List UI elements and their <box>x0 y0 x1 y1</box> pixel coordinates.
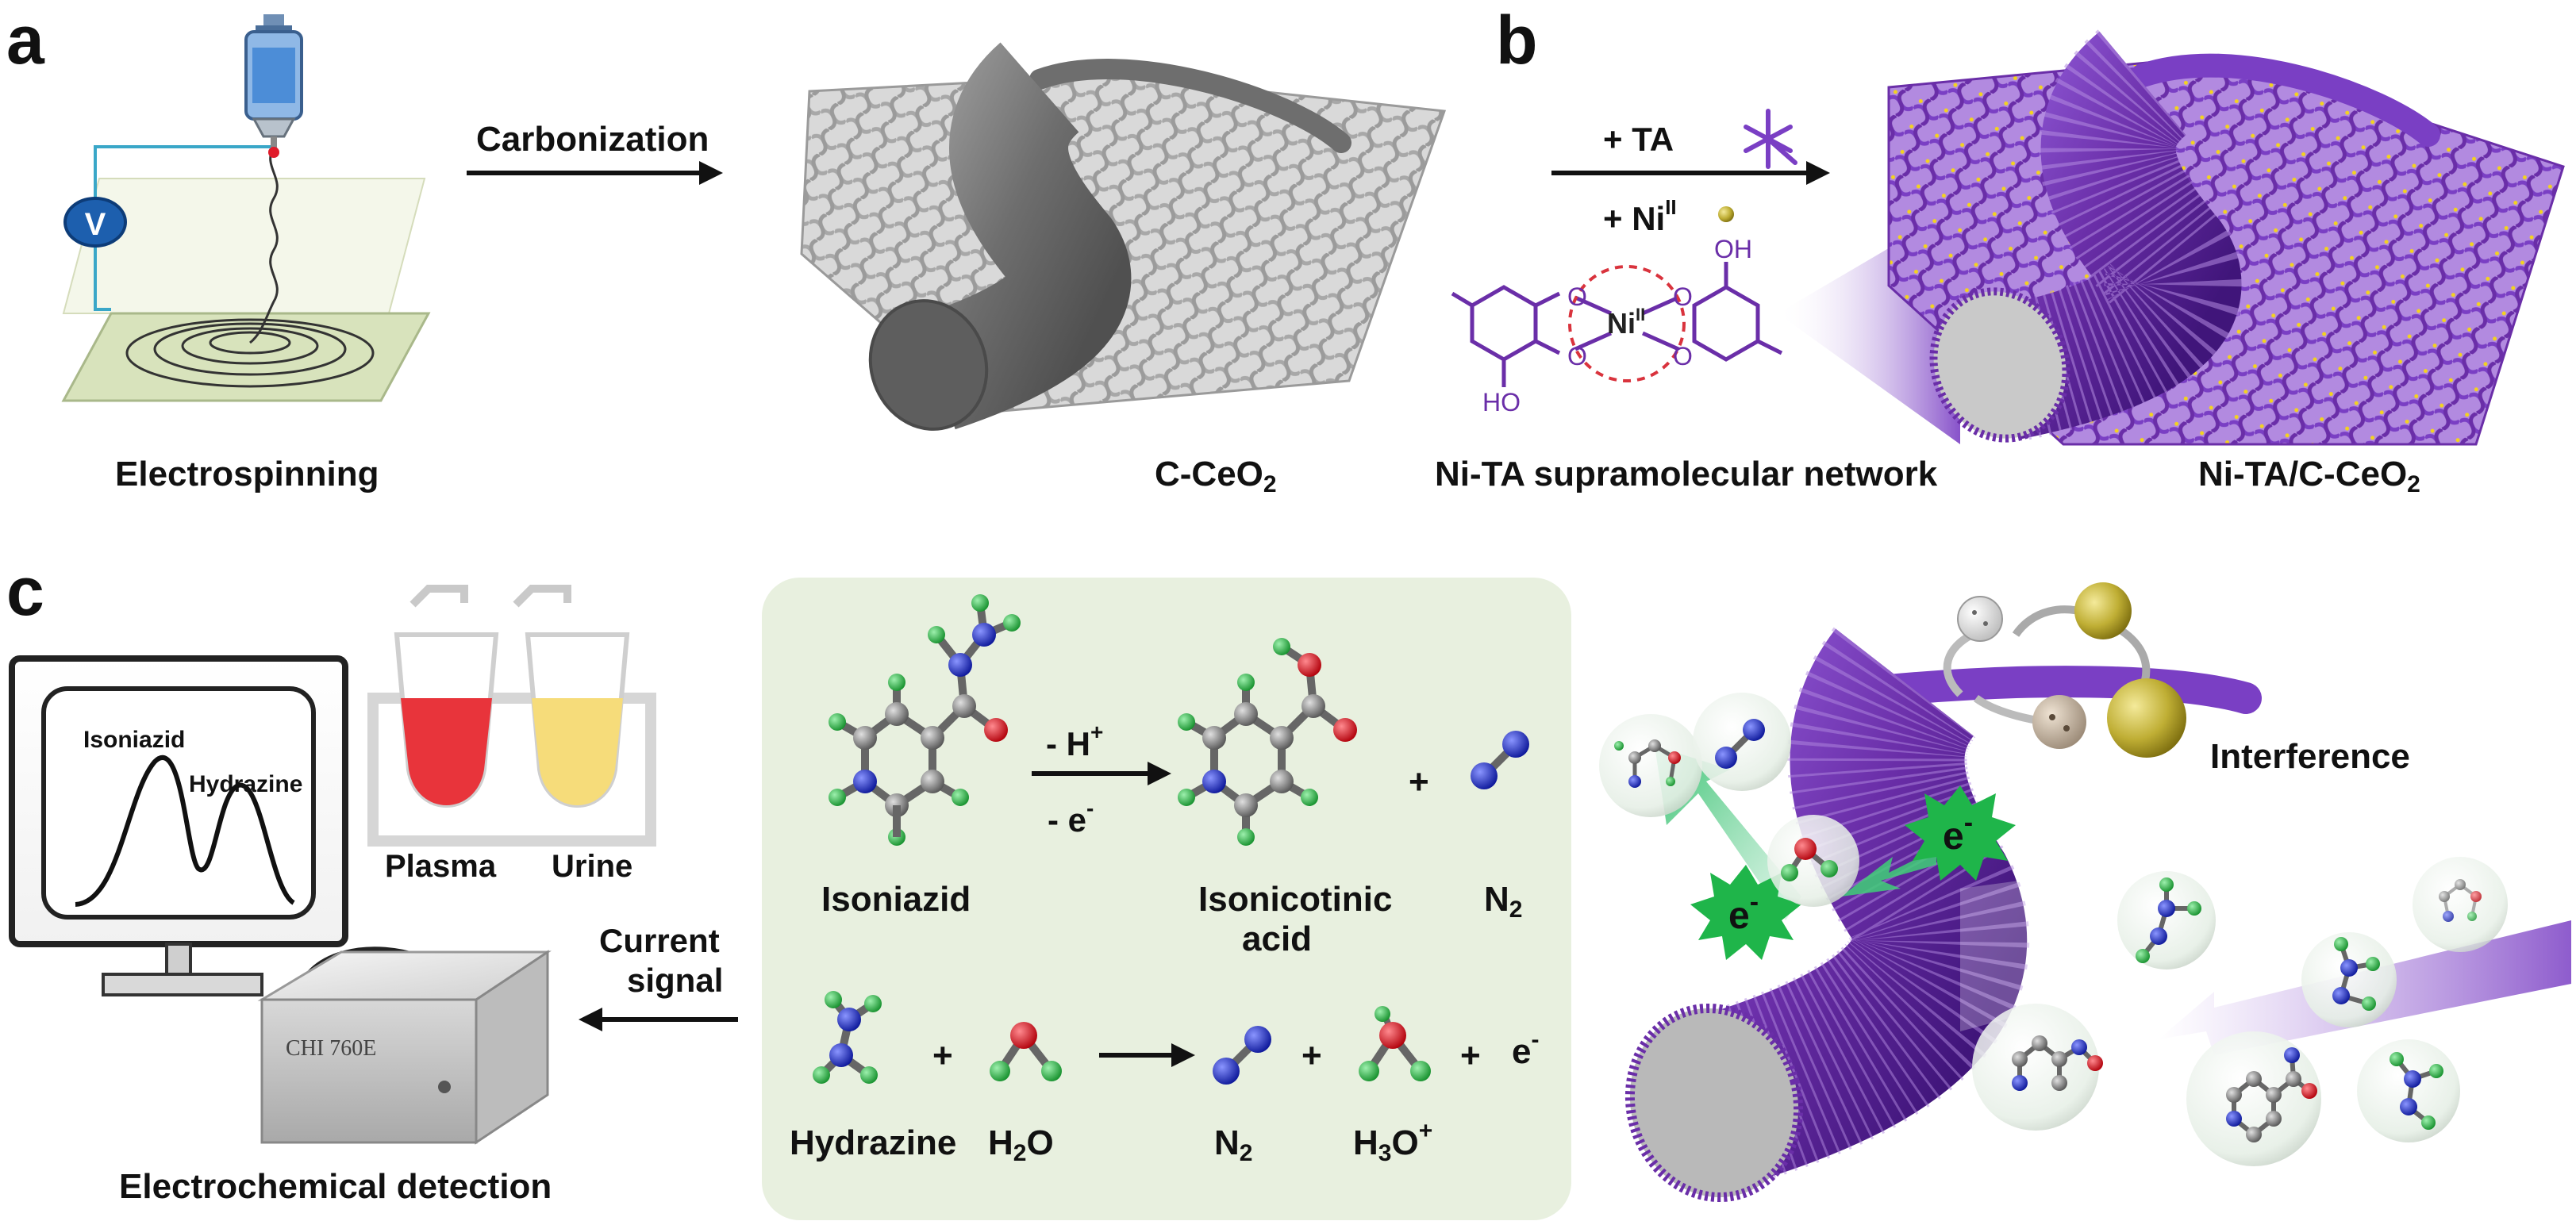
isonicotinic-acid-label-1: Isonicotinic <box>1198 880 1392 919</box>
panel-a: a <box>6 2 1447 497</box>
monitor-icon <box>9 655 348 996</box>
panel-letter-c: c <box>6 554 44 630</box>
c-ceo2-fiber-mat <box>800 42 1447 431</box>
bubble-isonicotinic-acid <box>1599 714 1702 817</box>
electron-badge-1: e- <box>1690 865 1801 960</box>
fiber-spiral <box>125 146 375 388</box>
svg-text:e-: e- <box>1728 887 1759 937</box>
ni-ta-c-ceo2-fiber-mat <box>1887 29 2565 446</box>
reagent-ni-label: + NiII <box>1603 195 1677 237</box>
bubble-water <box>1767 815 1859 907</box>
reaction2-plus-1: + <box>932 1036 953 1075</box>
bubble-hydrazine-1-atoms <box>2136 877 2201 963</box>
sample-plasma-label: Plasma <box>385 849 497 884</box>
hydrazine-molecule <box>813 991 882 1084</box>
isoniazid-label: Isoniazid <box>821 880 971 919</box>
svg-text:e-: e- <box>1943 808 1973 858</box>
voltage-source-icon: V <box>63 197 127 248</box>
deprotonation-label: - H+ <box>1046 720 1103 762</box>
n2-label-1: N2 <box>1484 880 1522 923</box>
hydronium-label: H3O+ <box>1353 1118 1432 1166</box>
panel-b: b + TA + NiII O O O <box>1435 2 2565 497</box>
bubble-n2-atom-1 <box>1715 747 1737 769</box>
bubble-isoniazid-near <box>2186 1031 2321 1166</box>
voltage-symbol: V <box>85 207 106 242</box>
bubble-isoniazid-near-atoms <box>2226 1047 2317 1142</box>
ni-ta-c-ceo2-label: Ni-TA/C-CeO2 <box>2198 455 2420 497</box>
peak-hydrazine-label: Hydrazine <box>189 771 302 797</box>
panel-letter-a: a <box>6 2 45 79</box>
oxygen-label-2: O <box>1567 342 1587 371</box>
electrospinning-label: Electrospinning <box>115 455 379 493</box>
c-ceo2-label: C-CeO2 <box>1155 455 1277 497</box>
bubble-water-hydrogen-1 <box>1781 864 1798 881</box>
ni-ta-complex-structure <box>1451 262 1783 387</box>
reaction1-plus: + <box>1409 762 1429 801</box>
potentiostat-icon <box>257 950 552 1145</box>
bubble-hydrazine-2 <box>2301 932 2397 1027</box>
reagent-ta-label: + TA <box>1603 121 1674 158</box>
interference-cycle <box>1943 582 2186 758</box>
peak-isoniazid-label: Isoniazid <box>83 727 185 753</box>
reaction-panel <box>762 578 1571 1220</box>
instrument-model-label: CHI 760E <box>286 1036 376 1061</box>
isonicotinic-acid-molecule <box>1178 638 1357 846</box>
bubble-water-oxygen <box>1794 838 1817 860</box>
collector-shadow <box>62 178 426 314</box>
carbonization-label: Carbonization <box>476 120 709 159</box>
sample-urine-label: Urine <box>552 849 632 884</box>
hydroxyl-top-label: OH <box>1714 235 1752 263</box>
bubble-n2-atom-2 <box>1743 719 1765 741</box>
syringe-icon <box>244 14 303 158</box>
sensing-fiber-illustration <box>1624 627 2262 1203</box>
sample-tubes-icon <box>367 585 656 847</box>
bubble-hydrazine-1 <box>2117 871 2216 970</box>
bubble-isoniazid-far-atoms <box>2439 879 2482 922</box>
water-molecule <box>990 1022 1062 1081</box>
oxygen-label-1: O <box>1567 282 1587 311</box>
tannic-acid-icon <box>1744 109 1797 169</box>
chromatogram-trace <box>75 755 295 907</box>
collector-plate <box>61 312 431 402</box>
panel-c: c Isoniazid Hydrazine Plasma Urine <box>6 554 2571 1220</box>
water-label: H2O <box>988 1123 1054 1166</box>
bubble-isoniazid-surface <box>1972 1004 2099 1131</box>
electrospinning-setup: V <box>61 14 431 402</box>
hydrazine-label: Hydrazine <box>790 1123 956 1162</box>
analyte-bubbles <box>1599 693 2508 1166</box>
hydronium-molecule <box>1359 1006 1431 1081</box>
nickel-center-label: NiII <box>1607 305 1645 340</box>
bubble-isoniazid-surface-atoms <box>2012 1035 2103 1091</box>
n2-label-2: N2 <box>1214 1123 1252 1166</box>
bubble-water-hydrogen-2 <box>1821 860 1838 877</box>
bubble-isonicotinic-acid-atoms <box>1614 739 1681 788</box>
bubble-hydrazine-2-atoms <box>2332 937 2380 1011</box>
nickel-ion-icon <box>1718 206 1734 222</box>
reaction2-plus-3: + <box>1460 1036 1481 1075</box>
isonicotinic-acid-label-2: acid <box>1242 920 1312 958</box>
electron-loss-label: - e- <box>1048 796 1094 839</box>
network-label: Ni-TA supramolecular network <box>1435 455 1938 493</box>
isoniazid-molecule <box>829 594 1021 846</box>
oxygen-label-3: O <box>1673 282 1693 311</box>
reaction2-plus-2: + <box>1301 1036 1322 1075</box>
nitrogen-molecule-1 <box>1471 731 1529 789</box>
electron-product-label: e- <box>1512 1027 1539 1071</box>
electrochemical-detection-label: Electrochemical detection <box>119 1167 552 1206</box>
nitrogen-molecule-2 <box>1213 1026 1271 1085</box>
bubble-isoniazid-far <box>2413 857 2508 952</box>
interference-label: Interference <box>2210 737 2410 776</box>
electron-badge-2: e- <box>1905 785 2016 881</box>
current-signal-label-2: signal <box>627 962 723 999</box>
oxygen-label-4: O <box>1673 342 1693 371</box>
panel-letter-b: b <box>1496 2 1538 79</box>
hydroxyl-bottom-label: HO <box>1482 388 1521 417</box>
bubble-hydrazine-3-atoms <box>2390 1052 2443 1130</box>
current-signal-label-1: Current <box>599 922 720 959</box>
